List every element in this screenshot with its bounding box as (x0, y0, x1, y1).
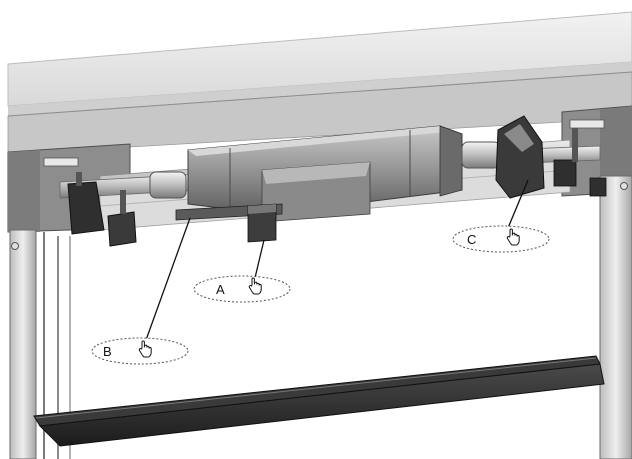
leader-line-a (253, 239, 265, 283)
callout-a-label: A (216, 282, 225, 297)
callout-c-oval (452, 225, 550, 253)
callout-b[interactable]: B (91, 337, 189, 365)
leader-line-c (507, 179, 529, 229)
top-beam (7, 11, 632, 155)
lower-tray (33, 355, 605, 447)
callout-a[interactable]: A (193, 275, 291, 303)
right-bracket (495, 115, 607, 199)
callout-c-label: C (467, 232, 476, 247)
callout-c[interactable]: C (452, 225, 550, 253)
left-bracket (67, 172, 137, 247)
motor-body (175, 125, 463, 243)
callout-a-oval (193, 275, 291, 303)
leader-line-b (145, 217, 191, 341)
callout-b-label: B (103, 344, 112, 359)
